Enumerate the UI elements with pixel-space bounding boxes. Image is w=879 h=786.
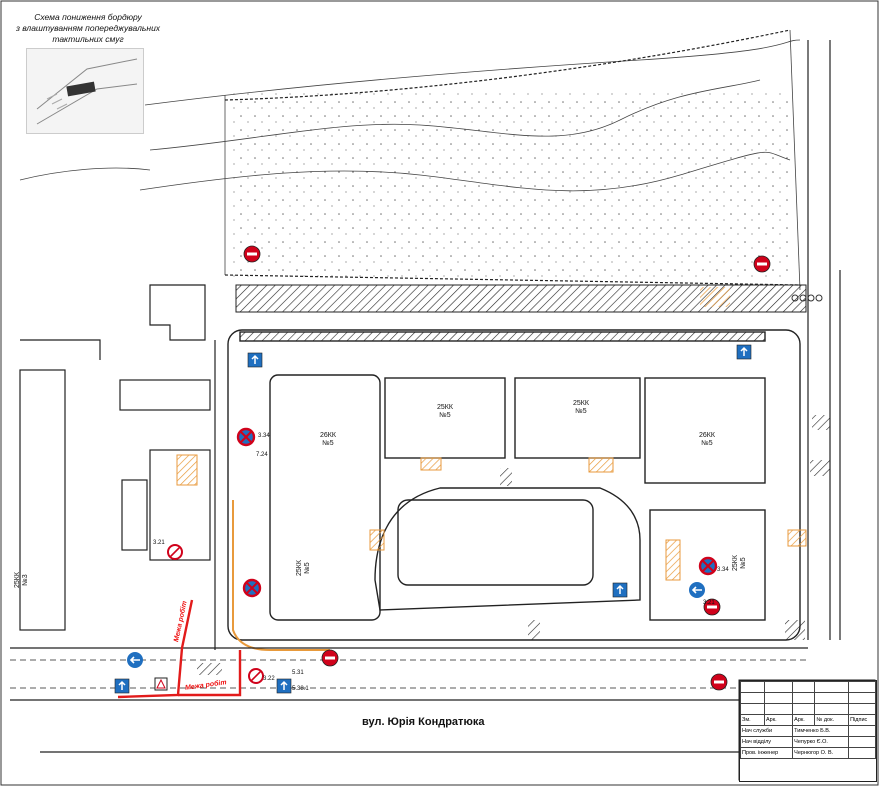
info-sign-icon: [612, 582, 628, 598]
title-block-table: Зм. Арк. Арк. № док. Підпис Нач служби Т…: [739, 681, 876, 759]
stamp-col-header: Зм.: [740, 714, 765, 726]
sign-code: 5.38.1: [292, 686, 309, 692]
prohibition-sign-icon: [167, 544, 183, 560]
stamp-name: Тимченко Б.В.: [792, 725, 850, 737]
stamp-col-header: Арк.: [792, 714, 816, 726]
sign-code: 3.22: [263, 676, 275, 682]
scheme-title-line3: тактильних смуг: [52, 34, 124, 44]
inset-map-drawing: [36, 58, 138, 125]
building-number: №5: [739, 557, 747, 569]
no-entry-sign-icon: [243, 245, 261, 263]
building-number: №5: [701, 440, 713, 447]
building-number: №5: [303, 562, 311, 574]
sign-code: 3.21: [703, 600, 715, 606]
stamp-col-header: № док.: [814, 714, 850, 726]
no-entry-sign-icon: [321, 649, 339, 667]
location-inset-map: [26, 48, 144, 134]
sign-code: 3.34: [717, 567, 729, 573]
building-code: 25КК: [13, 572, 21, 588]
building-number: №5: [439, 412, 451, 419]
direction-arrow-sign-icon: [689, 582, 705, 598]
stamp-role: Нач відділу: [739, 736, 794, 748]
building-number: №3: [21, 574, 29, 586]
info-sign-icon: [114, 678, 130, 694]
info-sign-icon: [276, 678, 292, 694]
no-parking-sign-icon: [236, 427, 256, 447]
scheme-title-line1: Схема пониження бордюру: [34, 12, 142, 22]
sign-code: 5.31: [292, 670, 304, 676]
no-entry-sign-icon: [703, 598, 721, 616]
prohibition-sign-icon: [248, 668, 264, 684]
building-code: 26КК: [699, 432, 715, 439]
street-name: вул. Юрія Кондратюка: [362, 716, 485, 728]
no-entry-sign-icon: [753, 255, 771, 273]
stamp-col-header: Підпис: [848, 714, 876, 726]
no-parking-sign-icon: [242, 578, 262, 598]
stamp-role: Пров. інженер: [739, 747, 794, 759]
warning-triangle-sign-icon: [154, 677, 168, 691]
building-code: 25КК: [731, 555, 739, 571]
building-code: 26КК: [320, 432, 336, 439]
direction-arrow-sign-icon: [127, 652, 143, 668]
building-code: 25КК: [295, 560, 303, 576]
info-sign-icon: [736, 344, 752, 360]
stamp-name: Чернюгор О. В.: [792, 747, 850, 759]
stamp-role: Нач служби: [739, 725, 794, 737]
no-entry-sign-icon: [710, 673, 728, 691]
building-code: 25КК: [573, 400, 589, 407]
sign-code: 3.34: [258, 433, 270, 439]
sign-code: 7.24: [256, 452, 268, 458]
title-block: Зм. Арк. Арк. № док. Підпис Нач служби Т…: [739, 680, 877, 782]
stamp-col-header: Арк.: [763, 714, 794, 726]
building-code: 25КК: [437, 404, 453, 411]
scheme-title: Схема пониження бордюру з влаштуванням п…: [8, 12, 168, 45]
stamp-name: Чепурко Є.О.: [792, 736, 850, 748]
sign-code: 3.21: [153, 540, 165, 546]
scheme-title-line2: з влаштуванням попереджувальних: [15, 23, 161, 33]
building-number: №5: [322, 440, 334, 447]
no-parking-sign-icon: [698, 556, 718, 576]
info-sign-icon: [247, 352, 263, 368]
building-number: №5: [575, 408, 587, 415]
